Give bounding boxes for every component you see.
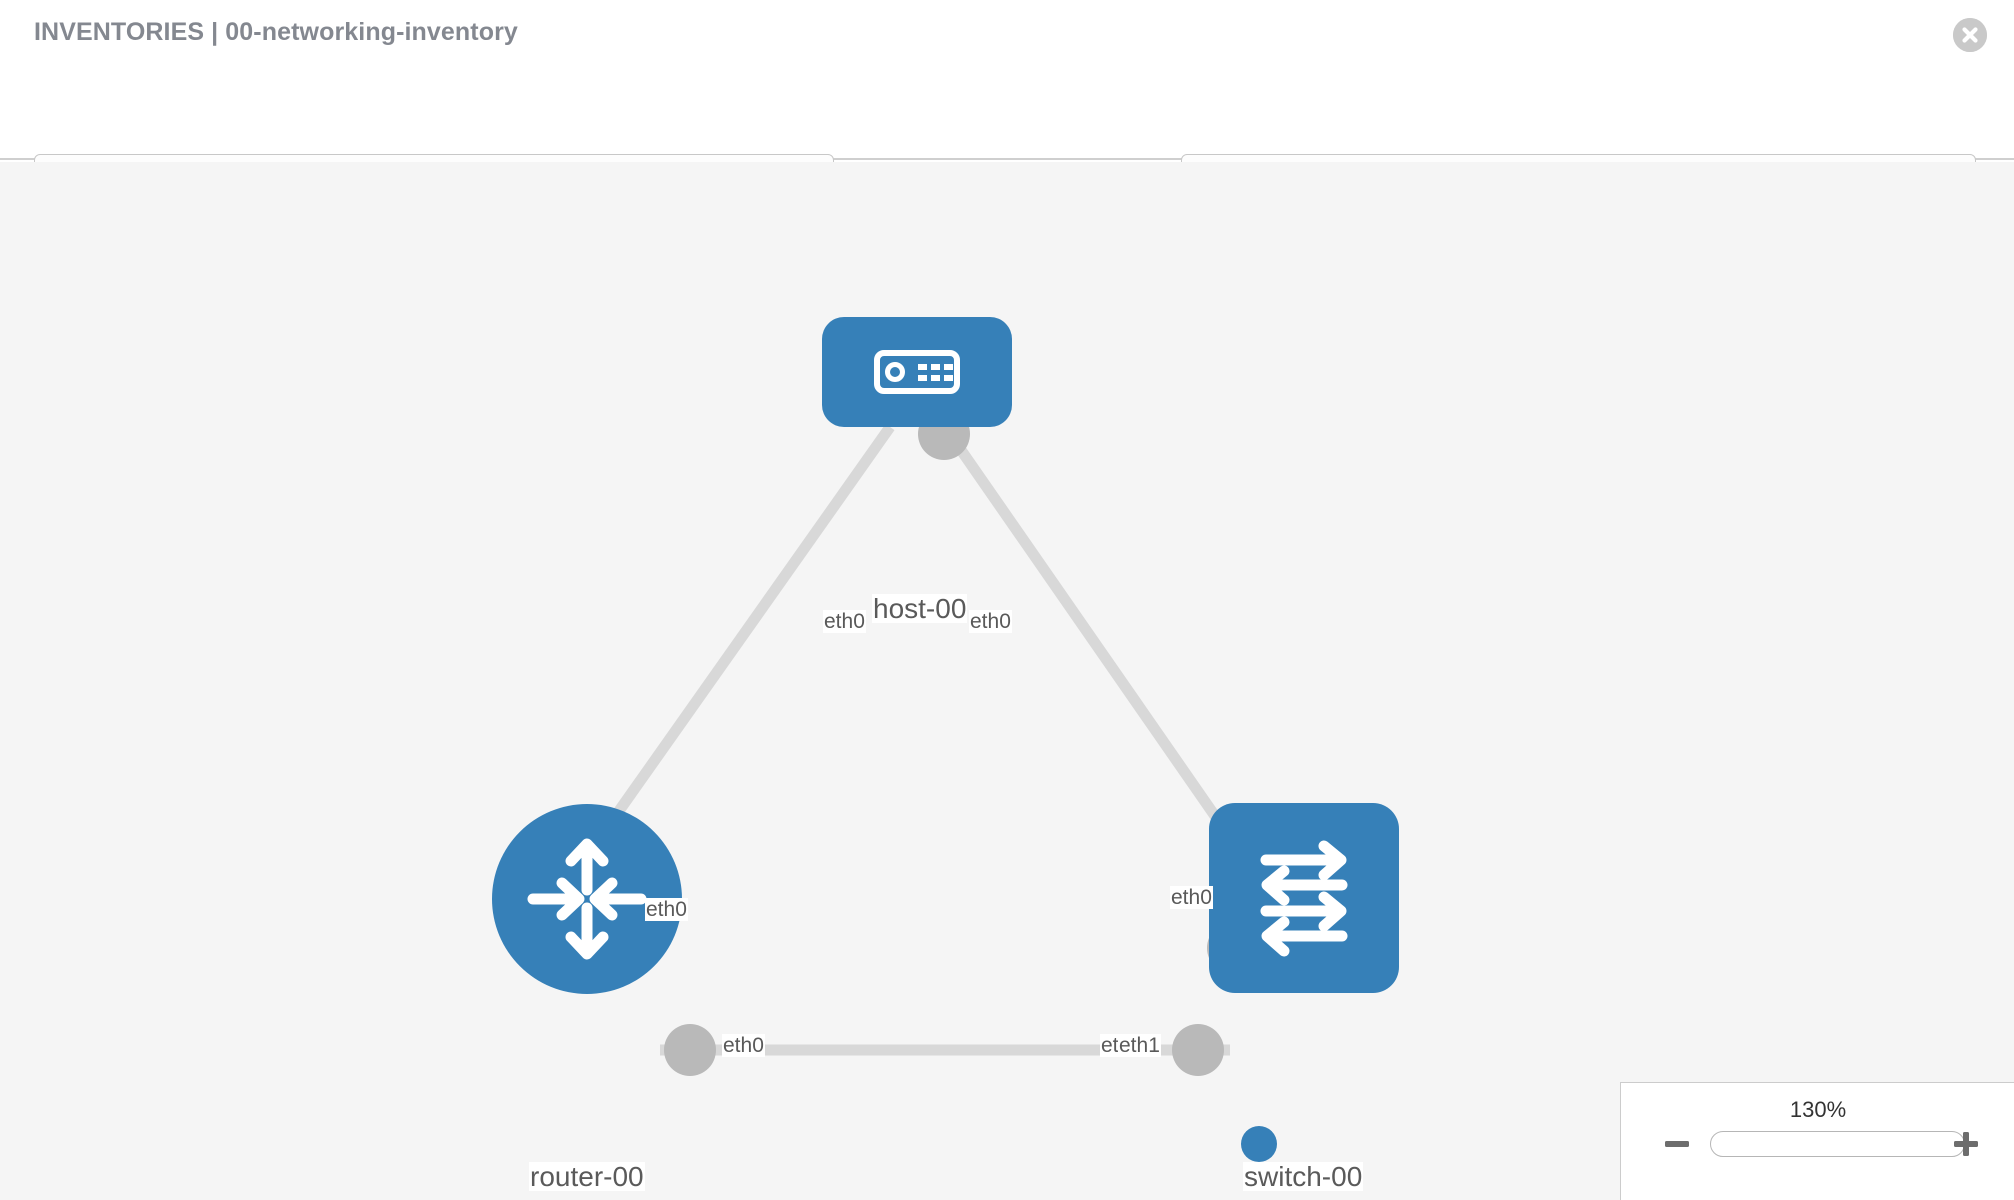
interface-label-switch-to-router-b: eth1: [1118, 1034, 1161, 1058]
connector-switch-left: [1172, 1024, 1224, 1076]
link-host-switch: [940, 423, 1245, 856]
interface-label-router-to-host: eth0: [645, 898, 688, 922]
connector-router-right: [664, 1024, 716, 1076]
interface-label-host-right: eth0: [969, 610, 1012, 634]
switch-icon: [1260, 840, 1348, 957]
interface-label-router-to-switch: eth0: [722, 1034, 765, 1058]
node-label-router-00: router-00: [529, 1161, 645, 1192]
zoom-slider-handle[interactable]: [1241, 1126, 1277, 1162]
page-header: INVENTORIES | 00-networking-inventory: [0, 0, 2014, 70]
minus-icon[interactable]: [1662, 1129, 1692, 1159]
interface-label-switch-to-host: eth0: [1170, 886, 1213, 910]
close-icon[interactable]: [1953, 18, 1987, 52]
link-router-host: [585, 423, 895, 856]
node-switch-00[interactable]: [1209, 803, 1399, 993]
zoom-slider-track[interactable]: [1710, 1131, 1965, 1157]
toolbar: ACTIONS SEARCH: [0, 70, 2014, 208]
server-icon: [874, 350, 960, 394]
node-label-host-00: host-00: [872, 593, 968, 624]
node-host-00[interactable]: [822, 317, 1012, 427]
zoom-level-value: 130%: [1789, 1097, 1847, 1122]
topology-canvas[interactable]: host-00 router-00 switch-00 eth0 eth0 et…: [0, 162, 2014, 1200]
page-title: INVENTORIES | 00-networking-inventory: [34, 18, 518, 46]
router-icon: [527, 838, 647, 960]
interface-label-host-left: eth0: [823, 610, 866, 634]
zoom-control-panel: 130%: [1620, 1082, 2014, 1200]
node-label-switch-00: switch-00: [1243, 1161, 1364, 1192]
plus-icon[interactable]: [1951, 1129, 1981, 1159]
